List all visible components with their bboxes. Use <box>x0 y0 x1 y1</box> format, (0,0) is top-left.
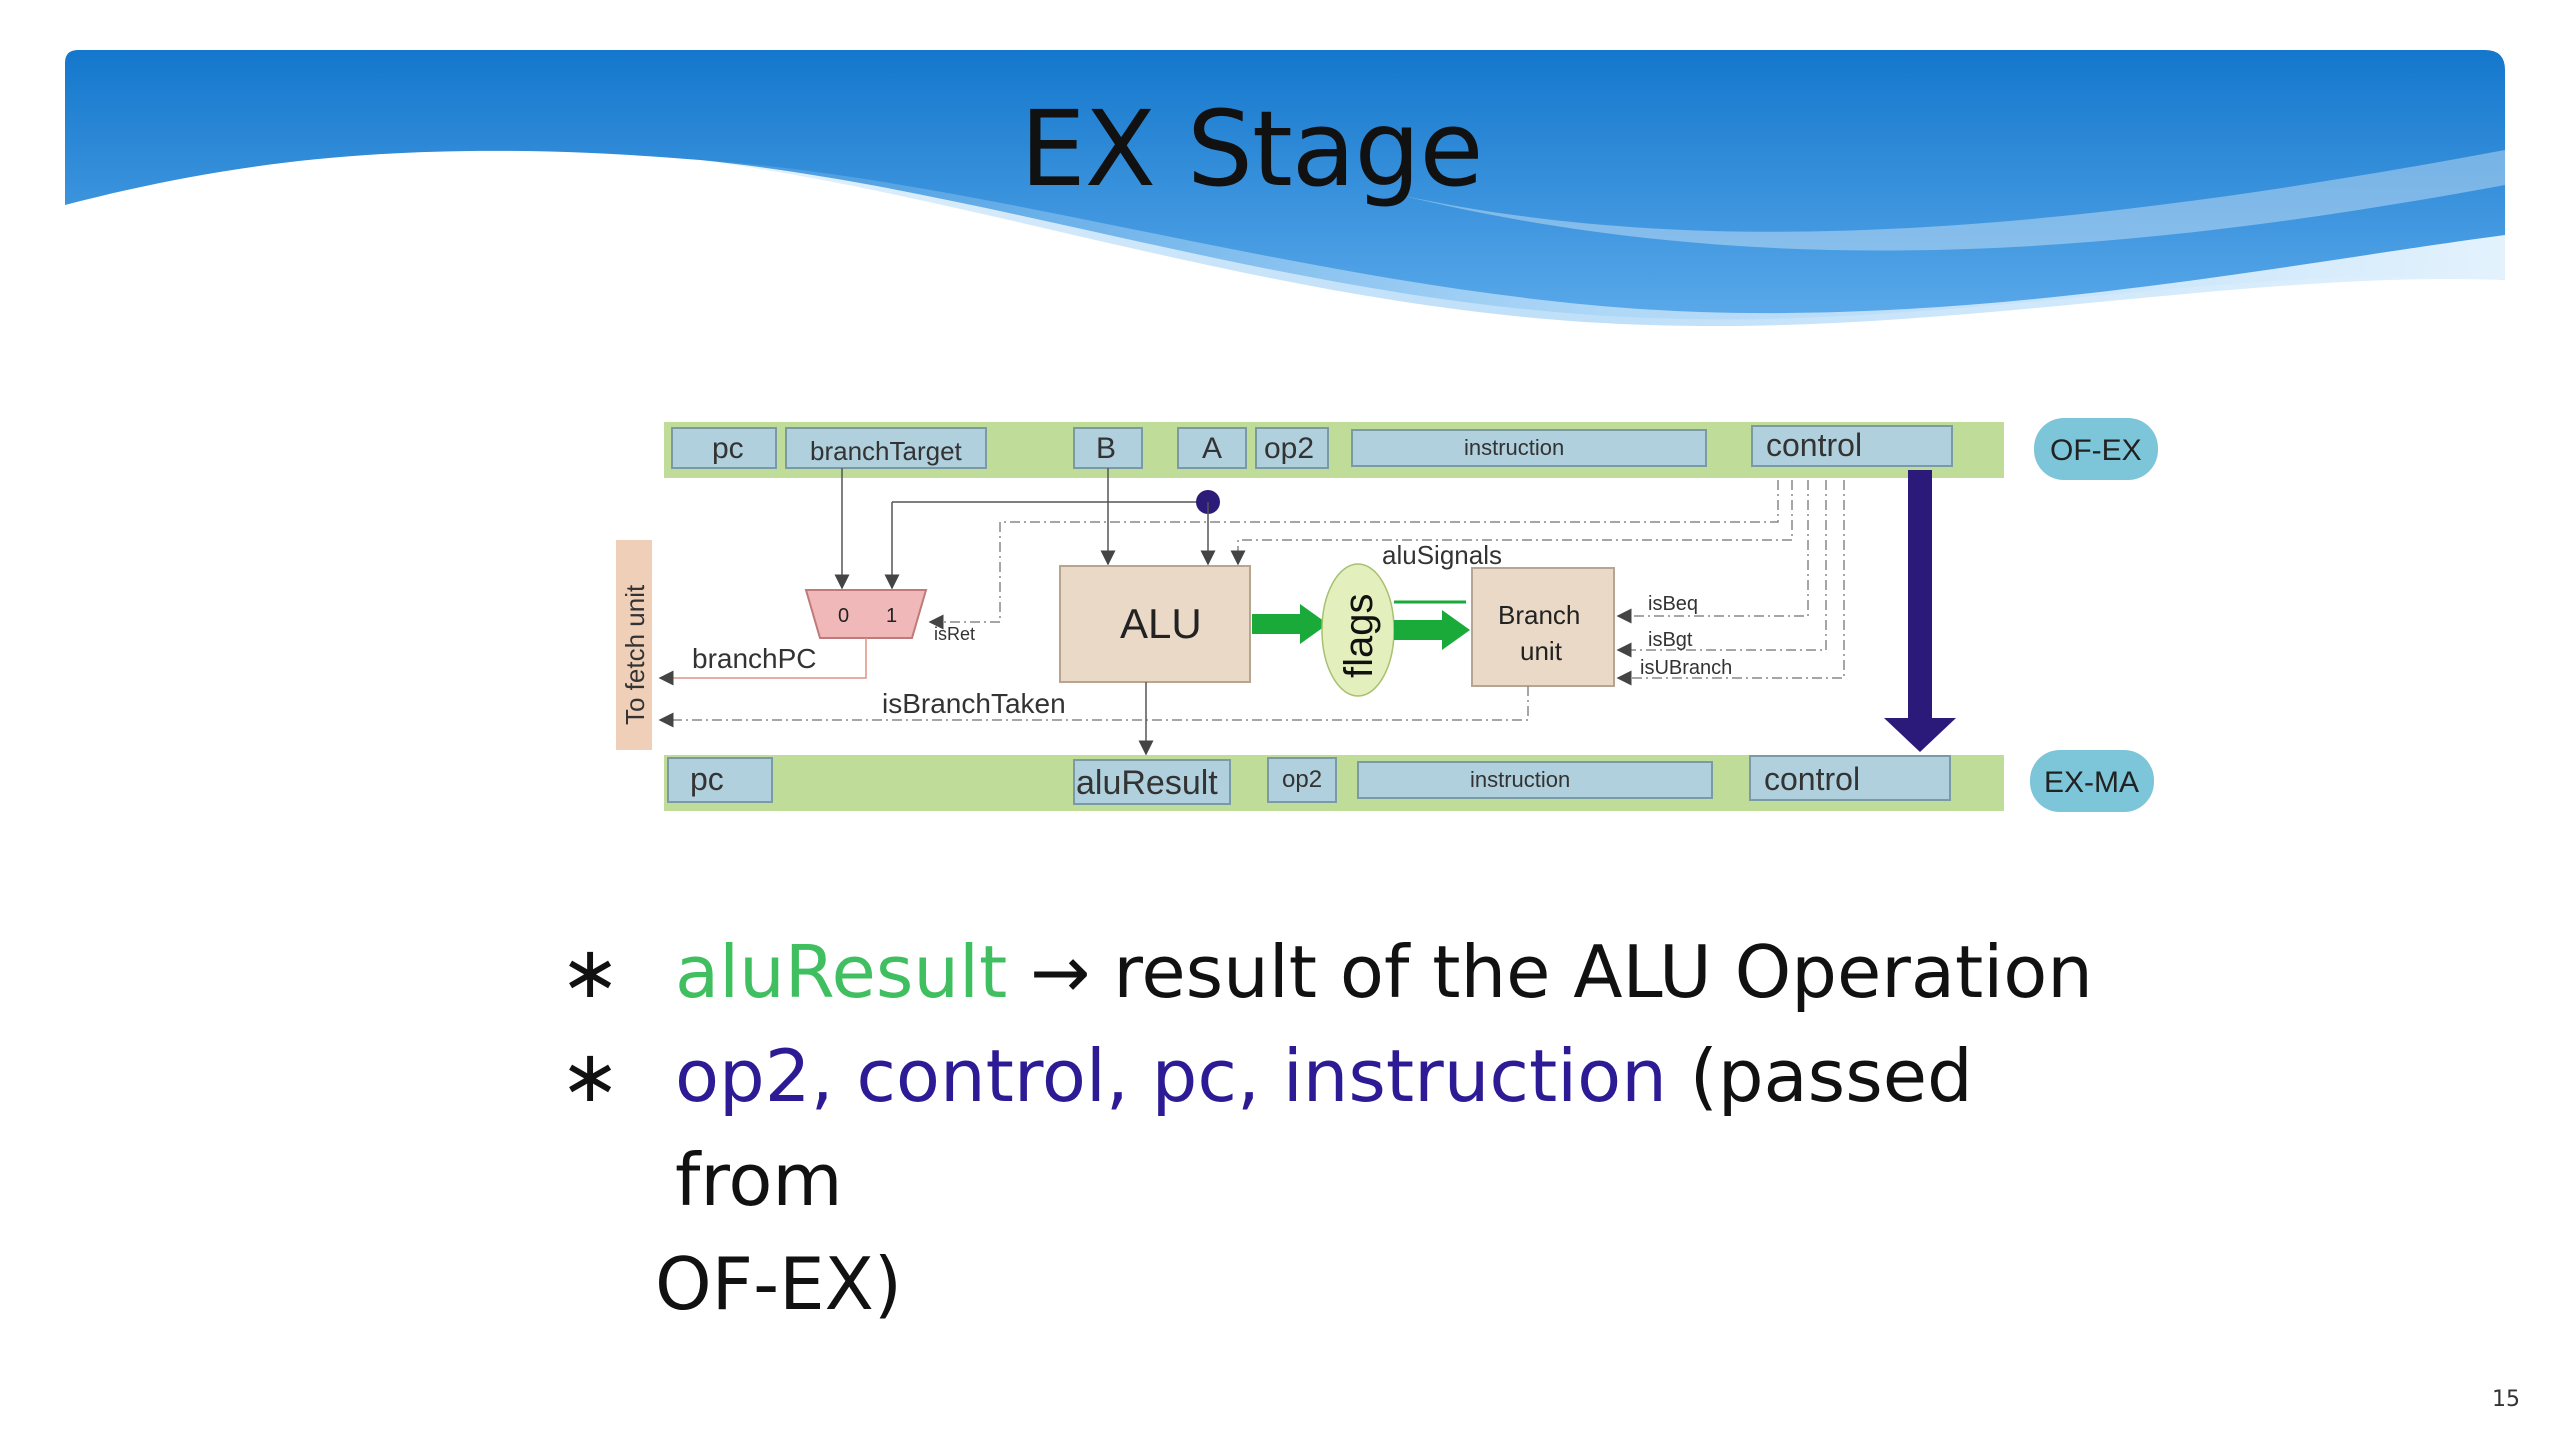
alusignals-label: aluSignals <box>1382 540 1502 570</box>
wire-isbeq <box>1616 480 1809 624</box>
isubranch-label: isUBranch <box>1640 657 1732 679</box>
of-ex-branchtarget-box <box>785 427 987 469</box>
of-ex-control-box <box>1751 425 1953 467</box>
ex-ma-aluresult-box <box>1073 759 1231 805</box>
of-ex-badge <box>2034 418 2158 480</box>
bullet-1-text: result of the ALU Operation <box>1090 930 2093 1014</box>
ex-ma-op2-box <box>1267 757 1337 803</box>
of-ex-pc-label: pc <box>712 432 744 465</box>
of-ex-b-label: B <box>1096 432 1116 465</box>
of-ex-a-label: A <box>1202 432 1222 465</box>
flags-label: flags <box>1337 594 1381 679</box>
isbgt-label: isBgt <box>1648 629 1693 651</box>
wire-isret <box>928 480 1779 630</box>
ex-ma-control-label: control <box>1764 761 1860 797</box>
of-ex-instruction-box <box>1351 429 1707 467</box>
bullet-2-continuation: OF-EX) <box>655 1242 902 1326</box>
header-banner <box>65 50 2505 327</box>
ex-ma-control-box <box>1749 755 1951 801</box>
of-ex-branchtarget-label: branchTarget <box>810 436 963 466</box>
branch-unit-label-1: Branch <box>1498 600 1580 630</box>
of-ex-op2-box <box>1255 427 1329 469</box>
bullet-list: ∗ aluResult → result of the ALU Operatio… <box>560 920 2160 1336</box>
wire-isbranchtaken <box>658 686 1529 728</box>
control-pass-shaft <box>1908 470 1932 720</box>
of-ex-a-box <box>1177 427 1247 469</box>
slide-title: EX Stage <box>1020 88 1484 210</box>
ex-ma-pc-box <box>667 757 773 803</box>
fetch-unit-label: To fetch unit <box>620 584 650 725</box>
bullet-star-icon: ∗ <box>560 1034 621 1118</box>
of-ex-control-label: control <box>1766 427 1862 463</box>
branchpc-label: branchPC <box>692 643 817 674</box>
ex-ma-op2-label: op2 <box>1282 766 1322 793</box>
alu-box <box>1059 565 1251 683</box>
branch-mux <box>804 589 928 639</box>
alu-to-flags-arrow <box>1252 604 1328 644</box>
mux-input-1: 1 <box>886 605 897 627</box>
ex-ma-instruction-box <box>1357 761 1713 799</box>
bullet-2-text: (passed from <box>675 1034 1973 1222</box>
bullet-1-arrow: → <box>1030 930 1091 1014</box>
wire-isubranch <box>1616 480 1845 686</box>
ex-ma-badge-label: EX-MA <box>2044 766 2139 799</box>
wire-alusignals <box>1230 480 1793 566</box>
control-pass-head <box>1884 718 1956 752</box>
of-ex-pc-box <box>671 427 777 469</box>
ex-ma-pc-label: pc <box>690 761 724 797</box>
of-ex-instruction-label: instruction <box>1464 435 1564 460</box>
ex-stage-diagram: pc branchTarget B A op2 instruction cont… <box>616 418 2158 812</box>
page-number: 15 <box>2492 1387 2520 1412</box>
flags-to-branch-arrow <box>1394 610 1470 650</box>
wire-branchpc <box>658 638 867 686</box>
bullet-1-keyword: aluResult <box>675 930 1008 1014</box>
bullet-item-2: ∗ op2, control, pc, instruction (passed … <box>560 1024 2160 1232</box>
fetch-unit-box <box>616 540 652 750</box>
of-ex-badge-label: OF-EX <box>2050 434 2142 467</box>
ex-ma-badge <box>2030 750 2154 812</box>
isbeq-label: isBeq <box>1648 593 1698 615</box>
mux-select-label: isRet <box>934 624 975 644</box>
bullet-2-keyword: op2, control, pc, instruction <box>675 1034 1667 1118</box>
branch-unit-box <box>1471 567 1615 687</box>
bullet-item-1: ∗ aluResult → result of the ALU Operatio… <box>560 920 2160 1024</box>
alu-label: ALU <box>1120 600 1202 647</box>
mux-input-0: 0 <box>838 605 849 627</box>
of-ex-op2-label: op2 <box>1264 432 1314 465</box>
bullet-star-icon: ∗ <box>560 930 621 1014</box>
ex-ma-aluresult-label: aluResult <box>1076 764 1218 802</box>
branch-unit-label-2: unit <box>1520 636 1563 666</box>
isbranchtaken-label: isBranchTaken <box>882 688 1066 719</box>
ex-ma-instruction-label: instruction <box>1470 767 1570 792</box>
wire-isbgt <box>1616 480 1827 658</box>
